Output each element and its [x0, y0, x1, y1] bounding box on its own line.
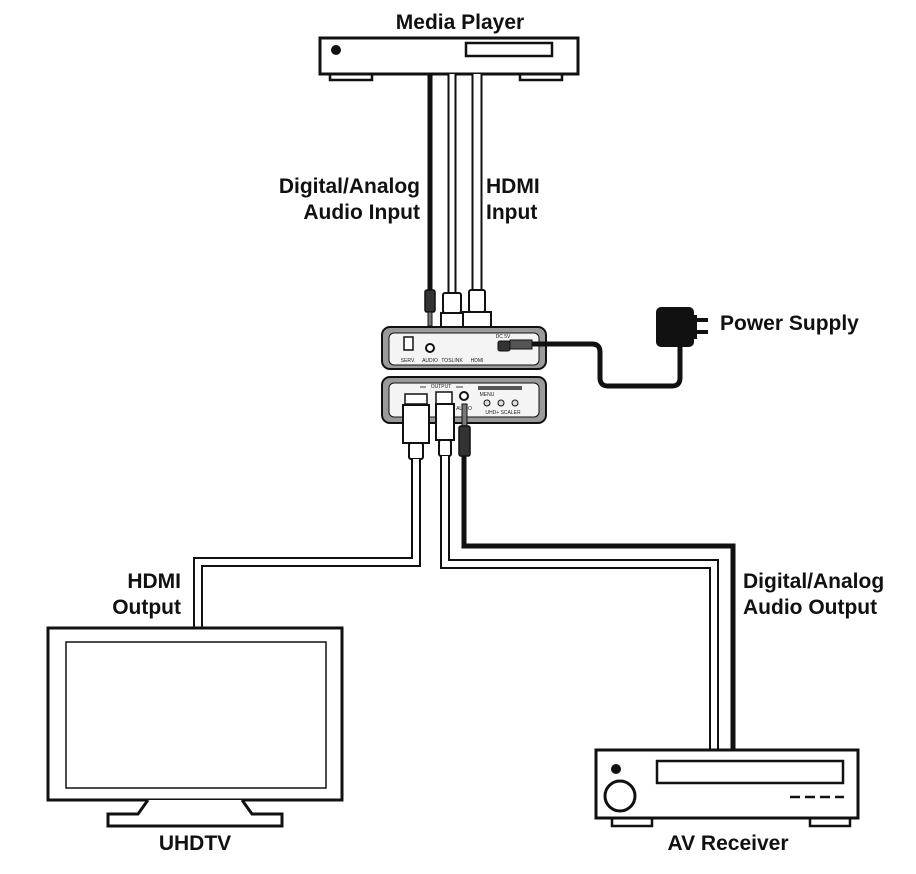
audio-output-cable	[461, 456, 736, 750]
menu-button-icon	[483, 399, 491, 407]
audio-jack-plug-icon	[424, 289, 436, 327]
toslink-output-port-icon	[435, 391, 453, 405]
audio-output-label-line2: Audio Output	[743, 596, 878, 619]
av-receiver-device	[594, 748, 860, 828]
audio-output-jack-icon	[459, 391, 469, 401]
power-supply-label: Power Supply	[720, 312, 859, 335]
av-receiver-label: AV Receiver	[667, 832, 789, 855]
tv-screen	[65, 641, 327, 789]
toslink-port-label: TOSLINK	[441, 358, 463, 364]
minus-button-icon	[497, 399, 505, 407]
hdmi-output-port-icon	[404, 393, 428, 405]
audio-output-label-line1: Digital/Analog	[743, 570, 885, 593]
power-led-icon	[331, 45, 341, 55]
uhdtv-device	[46, 626, 344, 828]
dc-jack-icon	[497, 340, 511, 352]
disc-slot	[464, 41, 554, 58]
hdmi-input-label-line2: Input	[486, 201, 538, 224]
hdmi-hdcp-logos-icon	[478, 386, 522, 390]
audio-port-label: AUDIO	[422, 358, 438, 364]
usb-port-icon	[403, 336, 414, 351]
audio-input-label-line1: Digital/Analog	[278, 175, 420, 198]
hdmi-port-label: HDMI	[471, 358, 484, 364]
uhdtv-label: UHDTV	[158, 832, 232, 855]
toslink-output-cable	[440, 456, 719, 750]
receiver-display	[655, 759, 845, 785]
hdmi-output-label: HDMI Output	[60, 569, 181, 621]
volume-knob-icon	[603, 779, 637, 813]
menu-label: MENU	[480, 392, 495, 398]
plus-button-icon	[511, 399, 519, 407]
tv-stand	[106, 799, 284, 828]
scaler-label: UHD+ SCALER	[485, 410, 521, 416]
audio-jack-icon	[425, 343, 435, 353]
audio-output-label: Digital/Analog Audio Output	[743, 569, 913, 621]
hdmi-output-label-line1: HDMI	[127, 570, 181, 593]
hdmi-input-label-line1: HDMI	[486, 175, 540, 198]
media-player-label: Media Player	[395, 11, 525, 34]
serv-port-label: SERV.	[401, 358, 415, 364]
output-group-label: OUTPUT	[431, 384, 452, 390]
audio-input-label-line2: Audio Input	[303, 201, 420, 224]
hdmi-input-label: HDMI Input	[486, 174, 606, 226]
power-cable	[509, 339, 683, 389]
audio-input-label: Digital/Analog Audio Input	[240, 174, 420, 226]
power-adapter-icon	[656, 307, 708, 347]
toslink-output-plug-icon	[435, 403, 455, 457]
media-player-device	[318, 36, 580, 82]
hdmi-output-plug-icon	[402, 404, 430, 460]
hdmi-output-cable	[193, 459, 421, 628]
receiver-power-led-icon	[611, 764, 621, 774]
hdmi-output-label-line2: Output	[112, 596, 181, 619]
dc-port-label: DC 5V	[496, 334, 511, 340]
